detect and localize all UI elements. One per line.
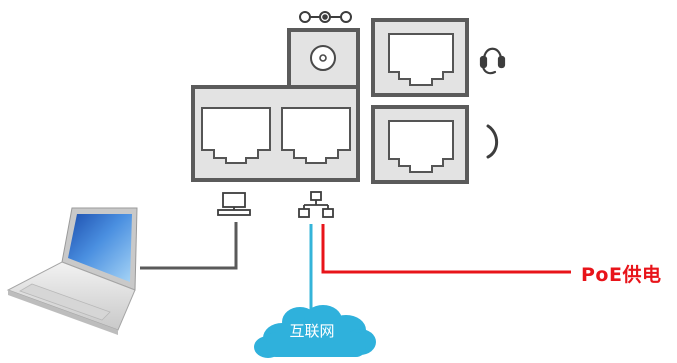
power-jack (287, 28, 360, 89)
cloud-icon (254, 305, 376, 358)
pc-cable (140, 222, 238, 270)
internet-label: 互联网 (289, 322, 335, 340)
handset-icon (486, 124, 499, 159)
network-icon (298, 191, 334, 218)
poe-cable (321, 224, 571, 274)
poe-power-label: PoE供电 (581, 264, 662, 286)
power-plug-icon (299, 11, 352, 23)
computer-icon (217, 192, 251, 216)
laptop-icon (6, 207, 138, 335)
headset-port (371, 18, 469, 97)
pc-ethernet-port (201, 107, 271, 164)
handset-port (371, 105, 469, 184)
headset-icon (479, 47, 506, 75)
internet-ethernet-port (281, 107, 351, 164)
